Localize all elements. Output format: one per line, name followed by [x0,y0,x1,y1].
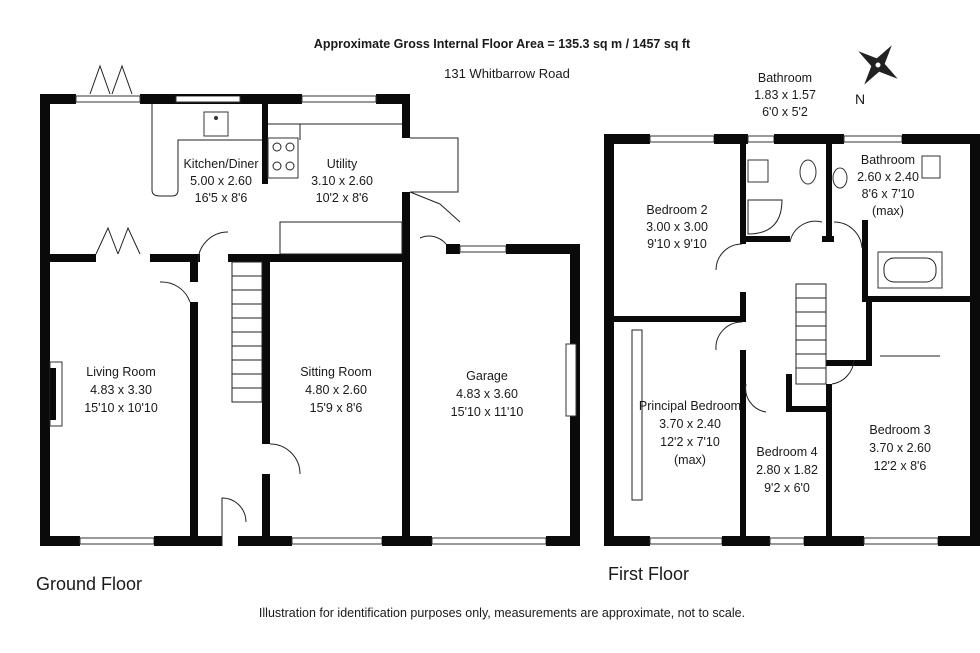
room-metric-bedroom2: 3.00 x 3.00 [646,220,708,234]
room-imperial-kitchen: 16'5 x 8'6 [195,191,248,205]
room-imperial-bedroom2: 9'10 x 9'10 [647,237,707,251]
ground-floor-label: Ground Floor [36,574,142,594]
room-imperial-bathroom-small: 6'0 x 5'2 [762,105,808,119]
window [291,537,383,545]
window [863,537,939,545]
room-metric-kitchen: 5.00 x 2.60 [190,174,252,188]
window [431,537,547,545]
room-metric-bathroom-small: 1.83 x 1.57 [754,88,816,102]
window [175,95,241,103]
room-imperial-principal: 12'2 x 7'10 [660,435,720,449]
room-imperial-garage: 15'10 x 11'10 [451,405,524,419]
room-metric-sitting: 4.80 x 2.60 [305,383,367,397]
room-name-bathroom-main: Bathroom [861,153,915,167]
room-name-bedroom3: Bedroom 3 [869,423,930,437]
compass-icon [858,45,898,85]
room-imperial-utility: 10'2 x 8'6 [316,191,369,205]
window [747,135,775,143]
window [459,245,507,253]
compass-north-label: N [855,91,865,107]
room-name-utility: Utility [327,157,358,171]
room-imperial-living: 15'10 x 10'10 [84,401,158,415]
room-name-kitchen: Kitchen/Diner [183,157,258,171]
window [843,135,903,143]
basin-icon [747,159,769,183]
room-name-living: Living Room [86,365,155,379]
window [769,537,805,545]
room-metric-utility: 3.10 x 2.60 [311,174,373,188]
toilet-icon [799,159,817,185]
bath-icon [877,251,943,289]
basin-icon [921,155,941,179]
room-note-bathroom-main: (max) [872,204,904,218]
staircase [231,261,263,403]
window [649,135,715,143]
sink-icon [203,111,229,137]
window [79,537,155,545]
ground-floor-plan [40,64,580,546]
window [75,95,141,103]
room-name-bathroom-small: Bathroom [758,71,812,85]
address-label: 131 Whitbarrow Road [444,66,570,81]
room-metric-bedroom3: 3.70 x 2.60 [869,441,931,455]
hob-icon [267,137,299,179]
window [649,537,723,545]
window [301,95,377,103]
room-name-bedroom4: Bedroom 4 [756,445,817,459]
floor-area-title: Approximate Gross Internal Floor Area = … [314,37,691,51]
room-name-principal: Principal Bedroom [639,399,741,413]
first-floor-label: First Floor [608,564,689,584]
room-metric-principal: 3.70 x 2.40 [659,417,721,431]
toilet-icon [832,167,848,189]
room-name-bedroom2: Bedroom 2 [646,203,707,217]
room-note-principal: (max) [674,453,706,467]
room-metric-living: 4.83 x 3.30 [90,383,152,397]
room-name-garage: Garage [466,369,508,383]
room-imperial-bedroom3: 12'2 x 8'6 [874,459,927,473]
room-imperial-bedroom4: 9'2 x 6'0 [764,481,810,495]
room-metric-garage: 4.83 x 3.60 [456,387,518,401]
room-name-sitting: Sitting Room [300,365,372,379]
room-metric-bedroom4: 2.80 x 1.82 [756,463,818,477]
room-metric-bathroom-main: 2.60 x 2.40 [857,170,919,184]
first-floor-plan [604,134,980,546]
disclaimer-text: Illustration for identification purposes… [259,606,745,620]
room-imperial-bathroom-main: 8'6 x 7'10 [862,187,915,201]
window [565,343,577,417]
staircase [795,283,827,385]
room-imperial-sitting: 15'9 x 8'6 [310,401,363,415]
